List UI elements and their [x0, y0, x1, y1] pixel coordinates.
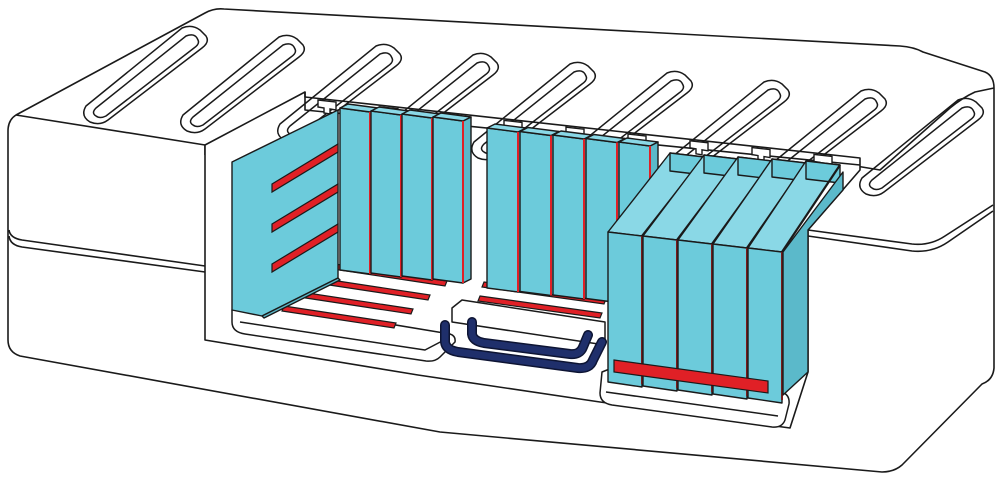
cell-side-face [463, 117, 471, 283]
cell-front-face [402, 114, 432, 280]
cell-front-face [340, 108, 370, 274]
cell-front-face [520, 132, 551, 296]
cell-front-face [433, 117, 463, 283]
cell-front-face [553, 135, 584, 299]
cell-front-face [371, 111, 401, 277]
cell-front-face [487, 128, 518, 292]
left-cells [340, 104, 471, 283]
left-cell [433, 113, 471, 283]
